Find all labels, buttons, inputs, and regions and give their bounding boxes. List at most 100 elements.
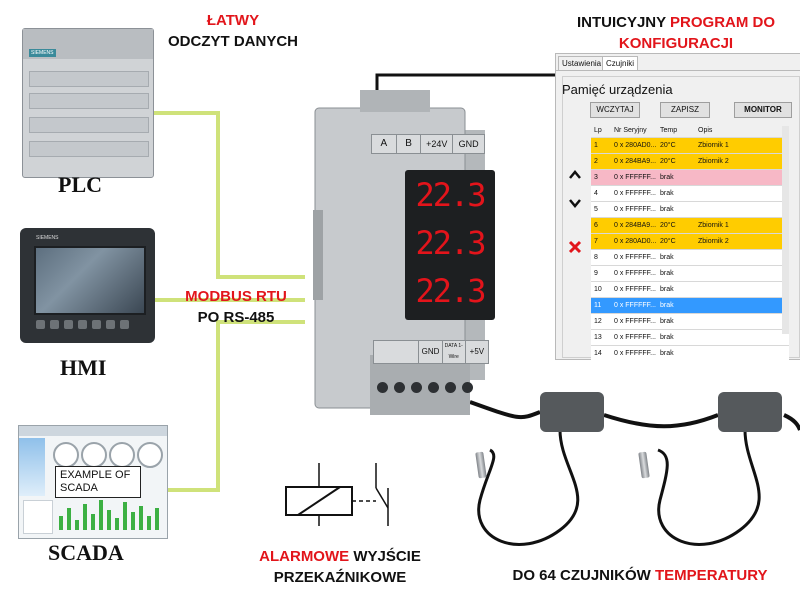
hmi-brand: SIEMENS [34, 234, 61, 242]
relay-caption-text: WYJŚCIE [353, 548, 421, 565]
config-window: Ustawienia Czujniki Pamięć urządzenia WC… [555, 53, 800, 361]
row-opis [695, 170, 779, 185]
screw-icon [377, 382, 388, 393]
hmi-key [78, 320, 87, 329]
tab-ustawienia[interactable]: Ustawienia [558, 56, 606, 70]
row-lp: 8 [594, 254, 598, 261]
hmi-key [106, 320, 115, 329]
display-line-3: 22.3 [415, 272, 486, 310]
screw-icon [462, 382, 473, 393]
row-lp: 2 [594, 158, 598, 165]
cable-sensor-chain [603, 413, 719, 429]
row-lp: 7 [594, 238, 598, 245]
row-serial: 0 x 280AD0... [614, 238, 657, 245]
row-opis [695, 186, 779, 201]
table-row[interactable]: 5 0 x FFFFFF... brak [591, 201, 789, 217]
modbus-title: MODBUS RTU [185, 288, 287, 305]
wind-turbine-image [19, 438, 45, 496]
hmi-key [120, 320, 129, 329]
relay-caption: ALARMOWE WYJŚCIE PRZEKAŹNIKOWE [245, 546, 435, 588]
row-opis [695, 250, 779, 265]
hmi-key [92, 320, 101, 329]
terminal-a: A [372, 135, 397, 153]
plc-caption: ŁATWY ODCZYT DANYCH [148, 10, 318, 52]
row-temp: 20°C [660, 142, 676, 149]
tab-czujniki[interactable]: Czujniki [602, 56, 639, 70]
row-temp: brak [660, 174, 674, 181]
row-serial: 0 x FFFFFF... [614, 206, 656, 213]
row-opis [695, 330, 779, 345]
hmi-screen [34, 246, 146, 315]
row-serial: 0 x 284BA9... [614, 222, 657, 229]
wire-software [375, 73, 555, 92]
junction-box-1 [540, 392, 604, 432]
probe-cable-1 [477, 429, 580, 546]
col-opis: Opis [698, 127, 713, 134]
plc-row [29, 93, 149, 109]
row-temp: brak [660, 334, 674, 341]
gauge-icon [109, 442, 135, 468]
cable-sensor-out [783, 413, 800, 431]
row-serial: 0 x FFFFFF... [614, 254, 656, 261]
monitor-button[interactable]: MONITOR [734, 102, 792, 118]
software-caption-red-2: KONFIGURACJI [618, 35, 734, 52]
table-row[interactable]: 2 0 x 284BA9...20°C Zbiornik 2 [591, 153, 789, 169]
bottom-terminal-block: GND DATA 1-Wire +5V [373, 340, 489, 364]
table-scrollbar[interactable] [782, 126, 789, 334]
modbus-subtitle: PO RS-485 [197, 309, 275, 326]
probe-cable-2 [657, 429, 761, 546]
top-terminal-block: A B +24V GND [371, 134, 485, 154]
row-serial: 0 x FFFFFF... [614, 350, 656, 357]
row-opis: Zbiornik 1 [698, 222, 729, 229]
cable-module-sensor [469, 400, 541, 420]
gauge-icon [81, 442, 107, 468]
row-serial: 0 x FFFFFF... [614, 286, 656, 293]
plc-label: PLC [58, 172, 102, 197]
row-temp: 20°C [660, 158, 676, 165]
module-housing [313, 90, 485, 415]
hmi-key [36, 320, 45, 329]
load-button[interactable]: WCZYTAJ [590, 102, 640, 118]
row-serial: 0 x 284BA9... [614, 158, 657, 165]
row-serial: 0 x FFFFFF... [614, 318, 656, 325]
screw-icon [445, 382, 456, 393]
terminal-24v: +24V [421, 135, 454, 153]
screw-icon [394, 382, 405, 393]
delete-icon[interactable] [566, 238, 584, 256]
row-serial: 0 x FFFFFF... [614, 302, 656, 309]
row-temp: brak [660, 270, 674, 277]
save-button[interactable]: ZAPISZ [660, 102, 710, 118]
modbus-caption: MODBUS RTU PO RS-485 [172, 286, 300, 328]
terminal-data: DATA 1-Wire [443, 341, 466, 363]
plc-row [29, 71, 149, 87]
sensors-caption-text: DO 64 CZUJNIKÓW [512, 567, 651, 584]
row-lp: 4 [594, 190, 598, 197]
arrow-up-icon[interactable] [566, 166, 584, 184]
terminal-b: B [397, 135, 422, 153]
display-panel: 22.3 22.3 22.3 [405, 170, 495, 320]
col-serial: Nr Seryjny [614, 127, 647, 134]
hmi-device: SIEMENS [20, 228, 155, 343]
row-temp: brak [660, 286, 674, 293]
wire-plc [152, 111, 305, 279]
arrow-down-icon[interactable] [566, 194, 584, 212]
row-lp: 5 [594, 206, 598, 213]
row-lp: 9 [594, 270, 598, 277]
row-temp: brak [660, 206, 674, 213]
row-opis: Zbiornik 2 [698, 158, 729, 165]
plc-brand: SIEMENS [29, 49, 56, 57]
plc-caption-text: ODCZYT DANYCH [168, 33, 298, 50]
row-opis: Zbiornik 1 [698, 142, 729, 149]
